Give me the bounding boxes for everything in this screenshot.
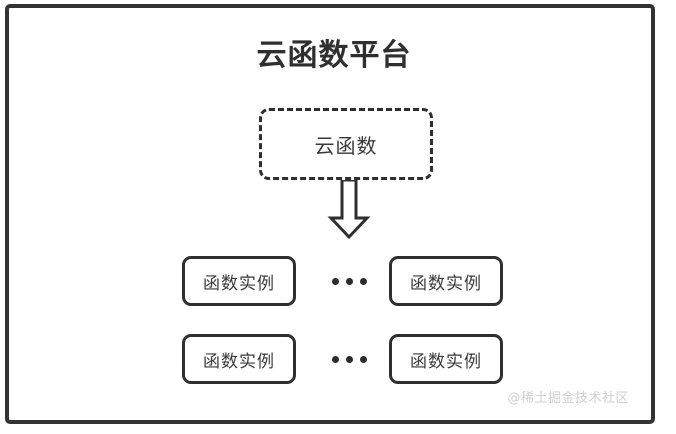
function-instance-node[interactable]: 函数实例: [389, 334, 503, 384]
ellipsis-indicator: [319, 256, 379, 306]
cloud-function-node[interactable]: 云函数: [259, 108, 433, 180]
watermark: @稀土掘金技术社区: [507, 391, 629, 406]
page-title: 云函数平台: [256, 38, 412, 73]
ellipsis-dot: [359, 277, 367, 285]
instance-row: 函数实例 函数实例: [9, 256, 659, 306]
function-instance-node[interactable]: 函数实例: [182, 334, 296, 384]
function-instance-label: 函数实例: [410, 351, 482, 372]
ellipsis-dot: [345, 355, 353, 363]
ellipsis-dot: [331, 355, 339, 363]
cloud-function-label: 云函数: [314, 133, 378, 158]
function-instance-label: 函数实例: [203, 351, 275, 372]
platform-container: 云函数平台 云函数 函数实例 函数实例 函数实例 函数实例: [5, 4, 655, 424]
ellipsis-indicator: [319, 334, 379, 384]
function-instance-node[interactable]: 函数实例: [389, 256, 503, 306]
instance-row: 函数实例 函数实例: [9, 334, 659, 384]
ellipsis-dot: [359, 355, 367, 363]
ellipsis-dot: [331, 277, 339, 285]
ellipsis-dot: [345, 277, 353, 285]
down-arrow-icon: [327, 178, 371, 240]
function-instance-label: 函数实例: [410, 273, 482, 294]
function-instance-node[interactable]: 函数实例: [182, 256, 296, 306]
function-instance-label: 函数实例: [203, 273, 275, 294]
